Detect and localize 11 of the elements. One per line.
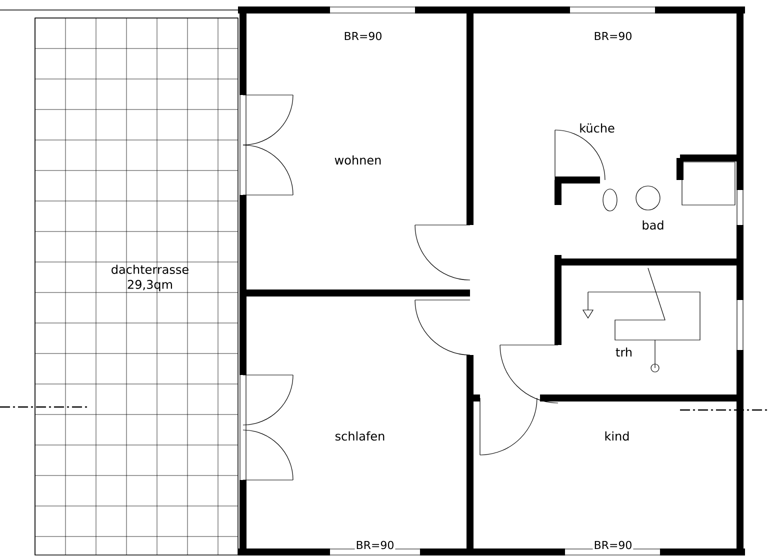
room-label: kind bbox=[605, 431, 629, 441]
room-label: schlafen bbox=[335, 431, 384, 441]
room-label: küche bbox=[580, 123, 614, 133]
room-label: trh bbox=[616, 347, 632, 357]
window-sill-label: BR=90 bbox=[592, 30, 634, 42]
room-label: wohnen bbox=[334, 155, 381, 165]
terrace-label: dachterrasse 29,3qm bbox=[112, 264, 188, 292]
window-sill-label: BR=90 bbox=[354, 540, 396, 550]
room-label: bad bbox=[642, 220, 664, 230]
window-sill-label: BR=90 bbox=[592, 540, 634, 550]
window-sill-label: BR=90 bbox=[342, 30, 384, 42]
